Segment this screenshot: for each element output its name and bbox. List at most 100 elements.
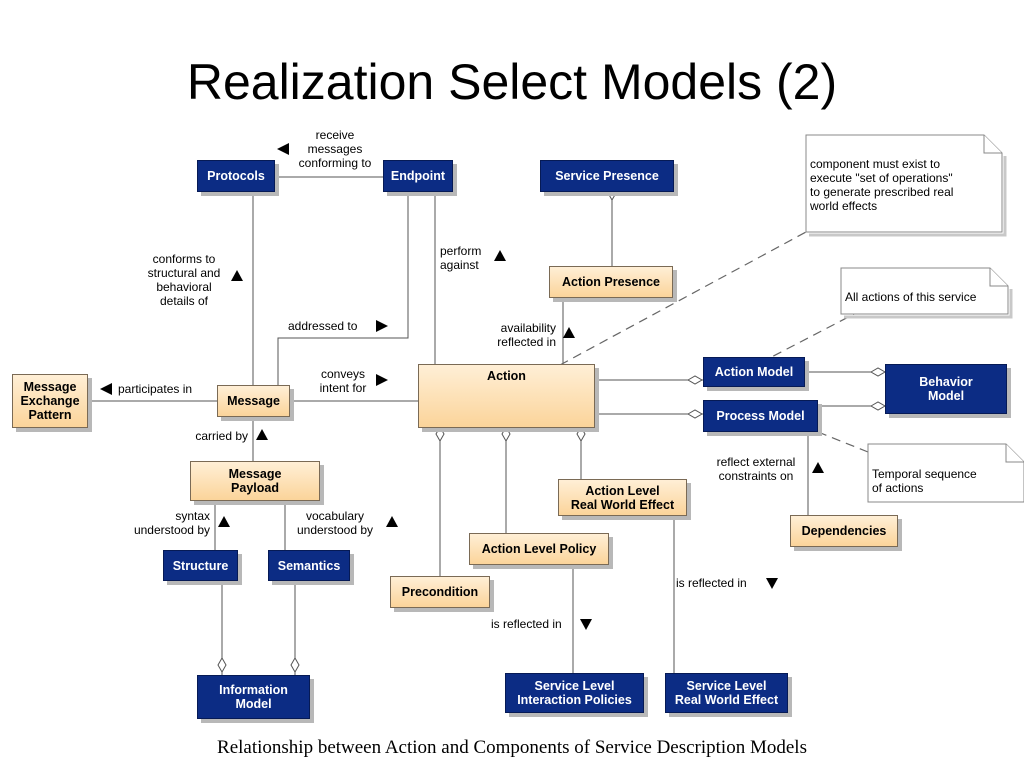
sl-real-world-effect-box[interactable]: Service Level Real World Effect <box>665 673 788 713</box>
diamond-info-2 <box>290 656 300 674</box>
label-syntax-understood: syntax understood by <box>112 509 210 537</box>
label-conveys-2: intent for <box>319 381 367 395</box>
direction-up-icon <box>812 462 824 473</box>
label-vocab-1: vocabulary <box>305 509 365 523</box>
label-carried-by: carried by <box>195 429 248 443</box>
label-perform-1: perform <box>440 244 482 258</box>
action-presence-box[interactable]: Action Presence <box>549 266 673 298</box>
message-payload-label-2: Payload <box>231 481 279 495</box>
action-level-rwe-box[interactable]: Action Level Real World Effect <box>558 479 687 516</box>
sl-interaction-label-1: Service Level <box>534 679 615 693</box>
note-component-shape <box>805 134 1003 233</box>
direction-up-icon <box>218 516 230 527</box>
action-model-box[interactable]: Action Model <box>703 357 805 387</box>
service-presence-label: Service Presence <box>555 169 659 183</box>
sl-interaction-label-2: Interaction Policies <box>517 693 632 707</box>
note-anchor-all-actions <box>759 311 859 364</box>
label-reflect-ext-1: reflect external <box>716 455 796 469</box>
note-component-line-3: to generate prescribed real <box>810 185 954 199</box>
action-level-policy-label: Action Level Policy <box>481 542 597 556</box>
label-syntax-1: syntax <box>175 509 210 523</box>
message-payload-box[interactable]: Message Payload <box>190 461 320 501</box>
note-component-line-2: execute "set of operations" <box>810 171 953 185</box>
label-receive-1: receive <box>315 128 355 142</box>
information-model-box[interactable]: Information Model <box>197 675 310 719</box>
action-level-policy-box[interactable]: Action Level Policy <box>469 533 609 565</box>
semantics-label: Semantics <box>277 558 341 573</box>
note-temporal-line-1: Temporal sequence <box>872 467 977 481</box>
endpoint-box[interactable]: Endpoint <box>383 160 453 192</box>
note-anchor-temporal <box>817 431 869 453</box>
label-perform-2: against <box>440 258 479 272</box>
note-anchor-component <box>559 231 807 366</box>
note-temporal-line-2: of actions <box>872 481 924 495</box>
note-all-actions-shape <box>840 267 1009 315</box>
label-receive-3: conforming to <box>298 156 372 170</box>
mep-label-3: Pattern <box>28 408 72 422</box>
label-reflect-external: reflect external constraints on <box>706 455 806 483</box>
label-receive-messages: receive messages conforming to <box>290 128 380 170</box>
sl-interaction-policies-box[interactable]: Service Level Interaction Policies <box>505 673 644 713</box>
action-model-label: Action Model <box>714 365 794 379</box>
behavior-model-label-2: Model <box>927 389 965 403</box>
direction-right-icon <box>376 320 388 332</box>
action-box[interactable]: Action <box>418 364 595 428</box>
label-syntax-2: understood by <box>133 523 210 537</box>
diamond-precondition <box>435 425 445 443</box>
label-conforms-2: structural and <box>147 266 221 280</box>
dependencies-box[interactable]: Dependencies <box>790 515 898 547</box>
mep-box[interactable]: Message Exchange Pattern <box>12 374 88 428</box>
diamond-rwe <box>576 425 586 443</box>
connector-endpoint-message <box>277 192 409 385</box>
mep-label-1: Message <box>23 380 77 394</box>
note-all-actions-shadow <box>844 289 1013 319</box>
note-component-shadow <box>809 156 1007 237</box>
direction-up-icon <box>256 429 268 440</box>
label-conforms-1: conforms to <box>152 252 216 266</box>
label-conforms-3: behavioral <box>156 280 212 294</box>
direction-up-icon <box>494 250 506 261</box>
note-temporal-shape <box>867 443 1024 503</box>
note-component-line-1: component must exist to <box>810 157 941 171</box>
direction-down-icon <box>766 578 778 589</box>
label-availability-2: reflected in <box>497 335 556 349</box>
message-label: Message <box>227 394 280 408</box>
label-participates-in: participates in <box>118 382 193 396</box>
protocols-box[interactable]: Protocols <box>197 160 275 192</box>
diamond-behavior-1 <box>869 367 887 377</box>
information-model-label-1: Information <box>219 683 288 697</box>
direction-down-icon <box>580 619 592 630</box>
precondition-label: Precondition <box>401 585 479 599</box>
message-payload-label-1: Message <box>228 467 282 481</box>
service-presence-box[interactable]: Service Presence <box>540 160 674 192</box>
diamond-actionmodel <box>686 375 704 385</box>
structure-label: Structure <box>172 558 229 573</box>
note-all-actions-fold <box>989 268 1008 287</box>
process-model-label: Process Model <box>716 409 805 423</box>
sl-rwe-label-2: Real World Effect <box>674 693 779 707</box>
direction-left-icon <box>277 143 289 155</box>
note-component-fold <box>983 135 1002 154</box>
structure-box[interactable]: Structure <box>163 550 238 581</box>
semantics-box[interactable]: Semantics <box>268 550 350 581</box>
note-temporal-text: Temporal sequence of actions <box>872 467 977 495</box>
behavior-model-label-1: Behavior <box>919 375 973 389</box>
label-perform-against: perform against <box>440 244 481 272</box>
note-component-line-4: world effects <box>810 199 878 213</box>
direction-right-icon <box>376 374 388 386</box>
label-vocabulary-understood: vocabulary understood by <box>290 509 380 537</box>
label-addressed-to: addressed to <box>288 319 358 333</box>
action-presence-label: Action Presence <box>562 275 660 289</box>
process-model-box[interactable]: Process Model <box>703 400 818 432</box>
precondition-box[interactable]: Precondition <box>390 576 490 608</box>
behavior-model-box[interactable]: Behavior Model <box>885 364 1007 414</box>
diamond-behavior-2 <box>869 401 887 411</box>
diamond-info-1 <box>217 656 227 674</box>
message-box[interactable]: Message <box>217 385 290 417</box>
diamond-processmodel <box>686 409 704 419</box>
information-model-label-2: Model <box>235 697 272 711</box>
endpoint-label: Endpoint <box>390 169 446 183</box>
label-conforms-4: details of <box>159 294 209 308</box>
label-availability: availability reflected in <box>480 321 556 349</box>
